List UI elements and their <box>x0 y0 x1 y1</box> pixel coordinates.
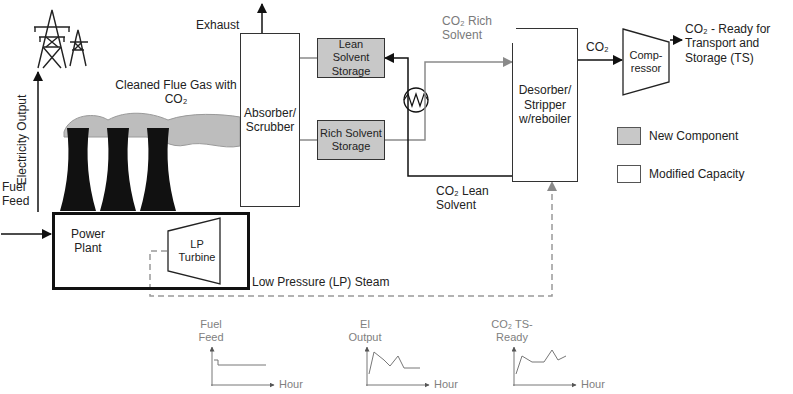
connector-label: Low Pressure (LP) Steam <box>250 275 391 289</box>
legend-swatch <box>617 165 641 183</box>
node-label: Power Plant <box>59 227 117 256</box>
flow-connector <box>150 182 552 296</box>
flow-connector <box>385 58 512 176</box>
annotation-label: Electricity Output <box>15 95 29 186</box>
desorber-box: Desorber/ Stripper w/reboiler <box>512 28 578 182</box>
node-label: Lean Solvent Storage <box>320 38 382 78</box>
node-label: Comp- ressor <box>627 49 665 75</box>
compressor-shape: Comp- ressor <box>622 28 670 96</box>
node-label: Desorber/ Stripper w/reboiler <box>515 83 575 126</box>
electricity-arrow <box>37 72 39 212</box>
profile-graphs <box>211 347 576 386</box>
storage-tank: Rich Solvent Storage <box>317 120 385 160</box>
power-plant-box: LP Turbine Power Plant <box>52 212 250 290</box>
flow-connector <box>385 62 512 140</box>
graph-label: Hour <box>279 378 303 391</box>
annotation-label: CO₂ - Ready for Transport and Storage (T… <box>685 22 787 65</box>
flow-connector <box>300 139 317 141</box>
connector-label: CO₂ Rich Solvent <box>440 14 516 43</box>
legend-swatch <box>617 127 641 145</box>
absorber-box: Absorber/ Scrubber <box>240 33 300 207</box>
storage-tank: Lean Solvent Storage <box>317 38 385 78</box>
connector-label: CO₂ Lean Solvent <box>434 184 514 213</box>
node-label: Rich Solvent Storage <box>320 127 382 153</box>
annotation-label: Cleaned Flue Gas with CO₂ <box>114 78 238 107</box>
exhaust-arrow <box>261 4 263 33</box>
output-arrow <box>670 39 682 41</box>
graph-label: Hour <box>581 378 605 391</box>
smokestacks <box>60 128 176 211</box>
flow-connector <box>578 59 622 61</box>
node-label: LP Turbine <box>175 238 219 264</box>
graph-label: CO₂ TS-Ready <box>484 318 540 344</box>
fuel-arrow <box>1 233 51 235</box>
legend-label: Modified Capacity <box>649 167 744 181</box>
graph-label: El Output <box>347 318 383 344</box>
power-pylon <box>34 10 88 68</box>
node-label: Absorber/ Scrubber <box>243 106 297 135</box>
graph-label: Hour <box>434 378 458 391</box>
turbine-shape: LP Turbine <box>167 217 221 285</box>
flow-connector <box>300 57 317 59</box>
connector-label: CO₂ <box>584 40 611 54</box>
graph-label: Fuel Feed <box>194 318 228 344</box>
legend-label: New Component <box>649 129 738 143</box>
annotation-label: Exhaust <box>196 18 239 32</box>
